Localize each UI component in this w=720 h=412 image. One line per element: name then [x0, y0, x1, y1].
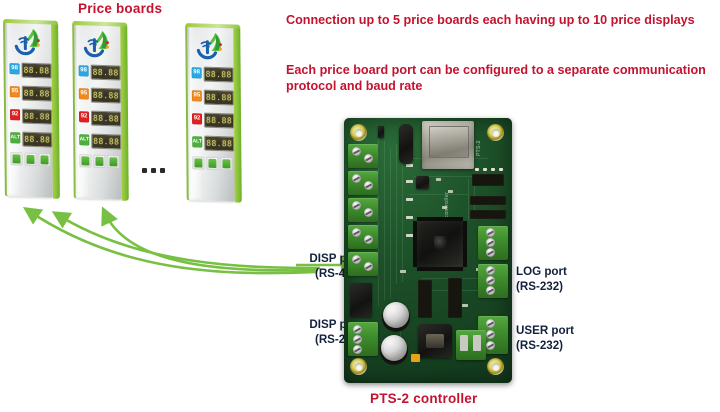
silkscreen-pts2: PTS-2 — [476, 140, 482, 156]
screw-terminal-left-3[interactable] — [348, 198, 378, 222]
board-face: 98 88.88 95 88.88 92 88.88 ALT 88.88 — [187, 25, 235, 202]
screw-terminal-left-2[interactable] — [348, 171, 378, 195]
pin-field-right — [448, 278, 462, 318]
pts2-controller-board: PTS-2 controller — [344, 118, 512, 383]
screw-terminal-left-4[interactable] — [348, 225, 378, 249]
screw-terminal-log-port[interactable] — [478, 226, 508, 260]
fuel-drop-wifi-logo — [196, 32, 222, 60]
power-connector[interactable] — [456, 330, 486, 360]
screw-terminal-left-1[interactable] — [348, 144, 378, 168]
port-interface: (RS-232) — [516, 338, 564, 352]
screw-terminal-left-5[interactable] — [348, 252, 378, 276]
silkscreen-controller: controller — [444, 191, 450, 218]
relay-module — [350, 283, 372, 317]
mounting-hole-top-left — [350, 124, 367, 141]
pin-header-lower — [470, 210, 506, 219]
pin-field-left — [418, 280, 432, 318]
note-connection-capacity: Connection up to 5 price boards each hav… — [286, 13, 695, 27]
ellipsis-more-boards — [142, 168, 182, 176]
price-board-2: 98 88.88 95 88.88 92 88.88 ALT 88.88 — [72, 20, 134, 201]
electrolytic-capacitor-2 — [381, 335, 407, 361]
smd-diode — [378, 126, 384, 138]
controller-caption: PTS-2 controller — [370, 391, 478, 406]
yellow-smd-component — [411, 354, 420, 362]
board-face: 98 88.88 95 88.88 92 88.88 ALT 88.88 — [5, 20, 53, 198]
port-interface: (RS-232) — [516, 279, 564, 293]
price-board-3: 98 88.88 95 88.88 92 88.88 ALT 88.88 — [185, 23, 247, 203]
rj45-ethernet-jack — [422, 121, 474, 169]
battery-holder — [399, 124, 413, 164]
port-name: USER port — [516, 324, 574, 337]
screw-terminal-aux[interactable] — [478, 264, 508, 298]
price-boards-title: Price boards — [78, 1, 163, 16]
arrow-to-board-2 — [101, 206, 319, 272]
board-face: 98 88.88 95 88.88 92 88.88 ALT 88.88 — [74, 23, 122, 200]
label-user-port-rs232: USER port (RS-232) — [516, 324, 574, 353]
note-port-configuration: Each price board port can be configured … — [286, 63, 706, 93]
pcb-substrate: PTS-2 controller — [344, 118, 512, 383]
mounting-hole-bottom-left — [350, 358, 367, 375]
electrolytic-capacitor-1 — [383, 302, 409, 328]
label-log-port-rs232: LOG port (RS-232) — [516, 265, 567, 294]
fuel-drop-wifi-logo — [83, 30, 109, 58]
port-name: LOG port — [516, 265, 567, 278]
pin-header-upper — [470, 196, 506, 205]
microcontroller-chip — [417, 221, 463, 267]
mounting-hole-top-right — [487, 124, 504, 141]
pin-header-top — [472, 174, 504, 186]
arrow-to-board-3 — [51, 211, 321, 270]
arrow-to-board-1 — [22, 206, 317, 275]
fuel-drop-wifi-logo — [14, 28, 40, 56]
smd-ic — [416, 176, 429, 189]
mounting-hole-bottom-right — [487, 358, 504, 375]
price-board-1: 98 88.88 95 88.88 92 88.88 ALT 88.88 — [3, 18, 65, 199]
screw-terminal-bottom-left[interactable] — [348, 322, 378, 356]
